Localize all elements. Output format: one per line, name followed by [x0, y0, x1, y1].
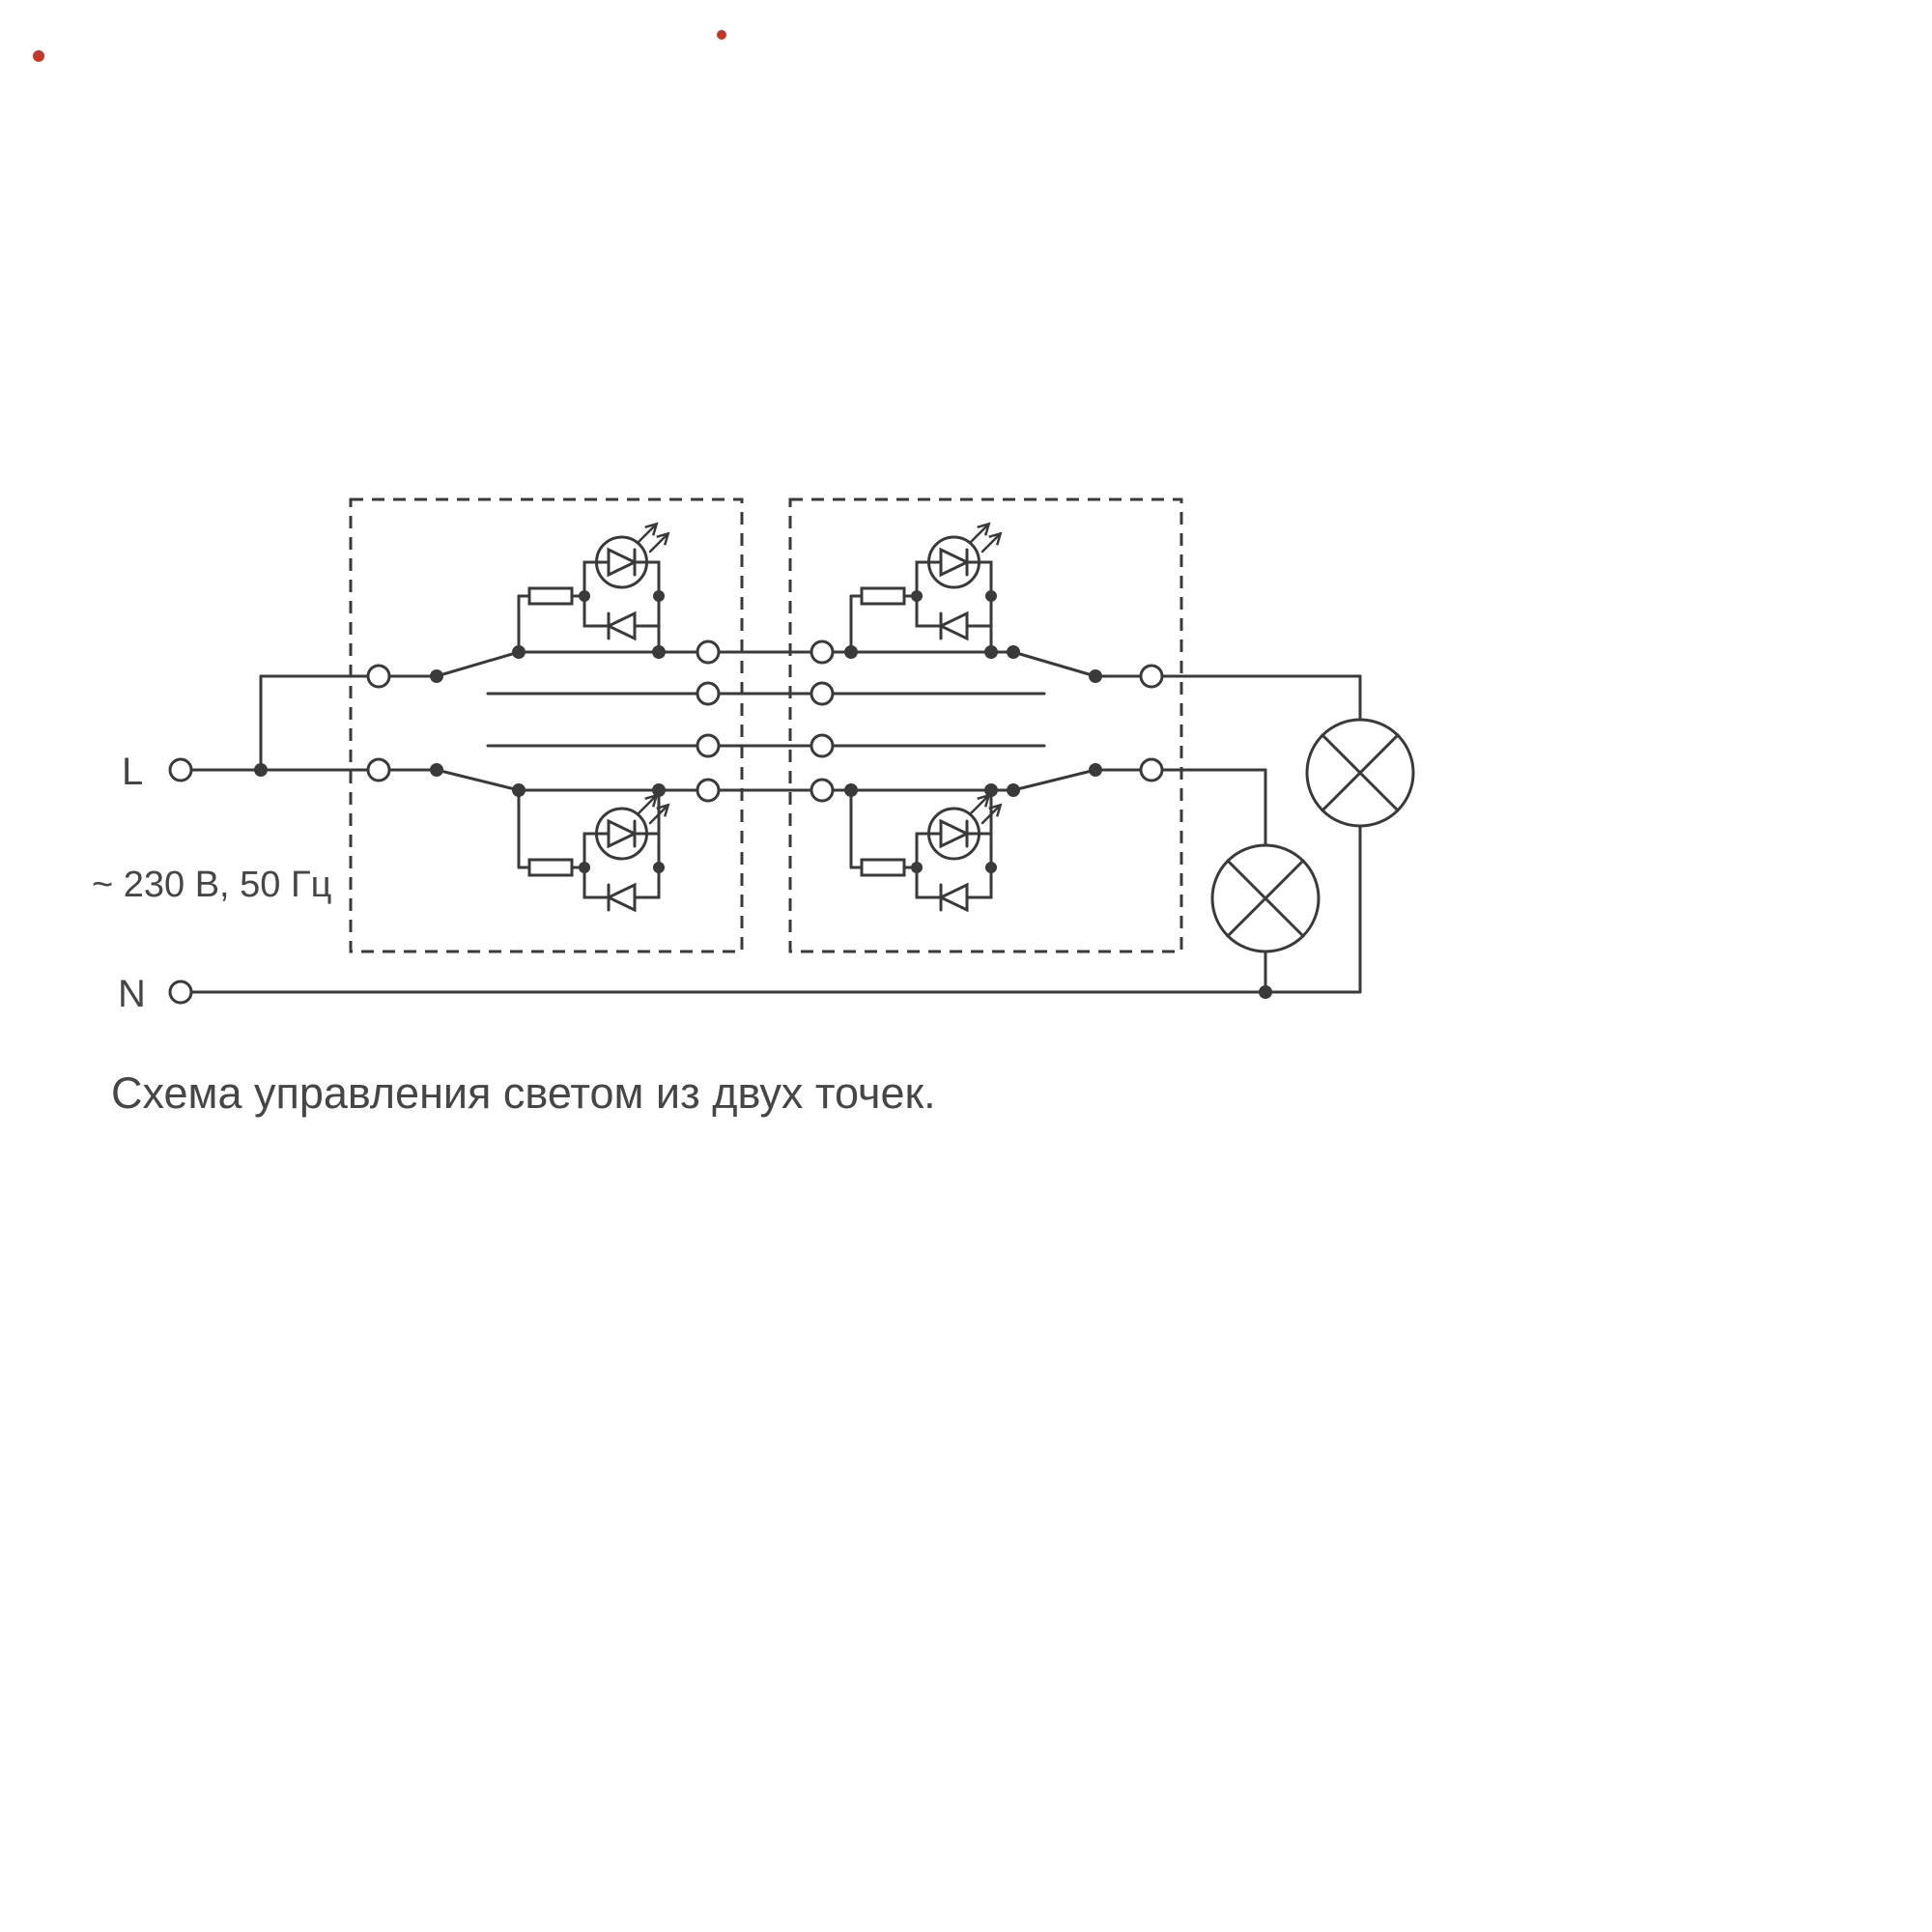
lamp-2-icon: [1210, 843, 1321, 953]
terminal: [696, 778, 721, 803]
red-speck: [717, 30, 726, 40]
junction-dot: [430, 763, 443, 777]
junction-dot: [652, 783, 666, 797]
terminal: [810, 778, 835, 803]
traveler-wires: [717, 650, 813, 792]
terminal: [810, 639, 835, 665]
switch-blade: [435, 768, 521, 792]
supply-wires: [189, 674, 1362, 994]
junction-dot: [1089, 669, 1102, 683]
junction-dot: [844, 783, 858, 797]
junction-dot: [1007, 783, 1020, 797]
junction-dot: [844, 645, 858, 659]
lamp-cross: [1321, 733, 1400, 812]
junction-dot: [512, 645, 526, 659]
switch-blade: [1011, 650, 1097, 678]
lamp-1-icon: [1305, 718, 1415, 828]
junction-dot: [1259, 985, 1272, 999]
red-speck: [33, 50, 44, 62]
junction-dot: [512, 783, 526, 797]
led-indicator-4: [851, 796, 1000, 910]
junction-dot: [1089, 763, 1102, 777]
terminal: [810, 733, 835, 758]
terminal-L: [168, 757, 193, 782]
terminal: [366, 757, 391, 782]
switch-1-internals: [387, 525, 699, 910]
junction-dot: [652, 645, 666, 659]
junction-dot: [984, 645, 998, 659]
junction-dot: [430, 669, 443, 683]
junction-dot: [984, 783, 998, 797]
switch-blade: [1011, 768, 1097, 792]
terminal: [696, 639, 721, 665]
terminal-N: [168, 980, 193, 1005]
terminal: [696, 681, 721, 706]
led-indicator-3: [851, 525, 1000, 639]
terminal: [1139, 757, 1164, 782]
neutral-label: N: [118, 973, 146, 1015]
junction-dots: [254, 645, 1272, 999]
switch-2-internals: [831, 525, 1143, 910]
switch-1-enclosure: [349, 497, 744, 953]
switch-blade: [435, 650, 521, 678]
lamp-cross: [1226, 859, 1305, 938]
led-indicator-2: [519, 796, 668, 910]
supply-voltage-label: ~ 230 В, 50 Гц: [92, 865, 331, 905]
led-indicator-1: [519, 525, 668, 639]
junction-dot: [254, 763, 268, 777]
terminal: [366, 664, 391, 689]
line-label: L: [122, 751, 143, 793]
terminal: [1139, 664, 1164, 689]
terminals: [168, 639, 1164, 1005]
diagram-caption: Схема управления светом из двух точек.: [111, 1068, 936, 1118]
load-wires: [1160, 674, 1362, 994]
terminal: [696, 733, 721, 758]
terminal: [810, 681, 835, 706]
junction-dot: [1007, 645, 1020, 659]
switch-2-enclosure: [788, 497, 1183, 953]
